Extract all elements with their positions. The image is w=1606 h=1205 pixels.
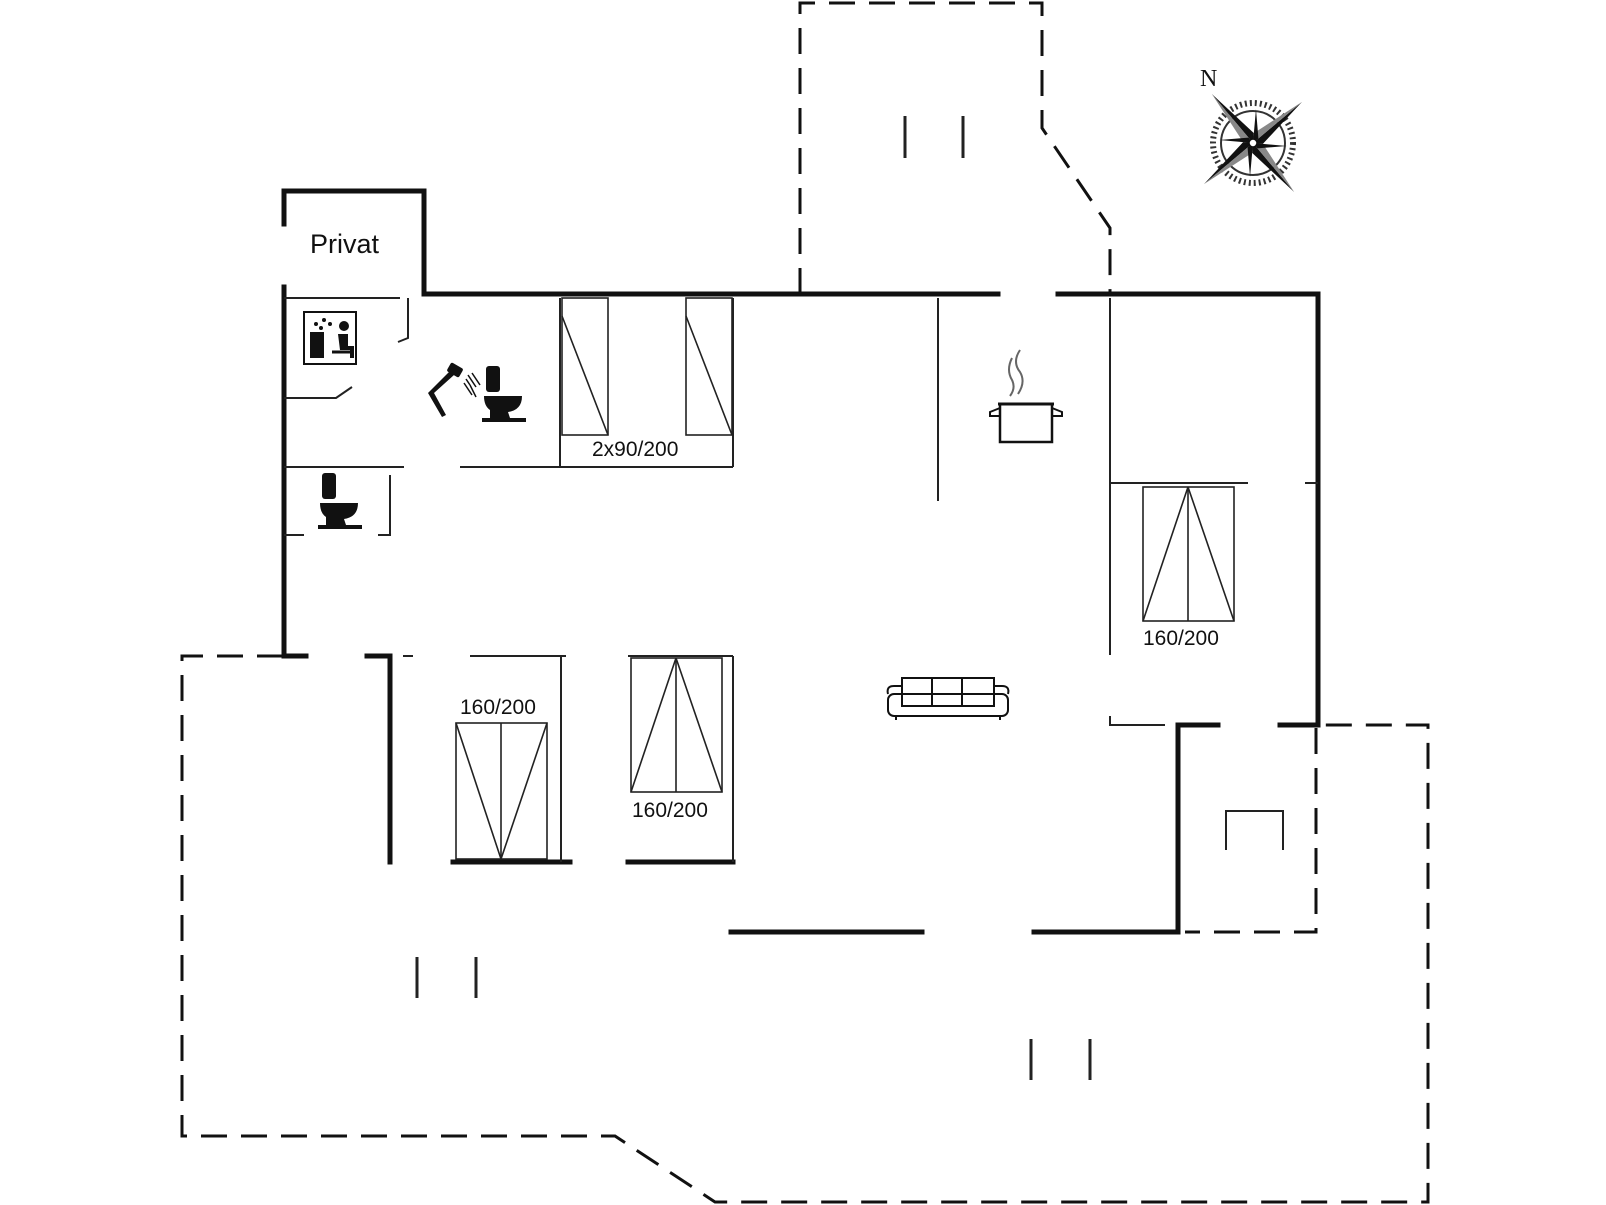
bed-size-label: 160/200 — [460, 696, 536, 719]
shower-icon — [428, 362, 481, 417]
exterior-walls — [281, 188, 1321, 935]
sofa-icon — [886, 677, 1010, 720]
interior-walls — [284, 297, 1318, 862]
compass-north-label: N — [1200, 66, 1217, 92]
bed-size-label: 160/200 — [632, 799, 708, 822]
sauna-icon — [303, 311, 357, 365]
bed-size-label: 160/200 — [1143, 627, 1219, 650]
bed-bunk-2 — [685, 297, 733, 436]
terrace-outlines — [180, 1, 1430, 1204]
private-room-label: Privat — [310, 229, 380, 259]
toilet-icon — [482, 366, 526, 422]
bed-double-lower-left — [455, 722, 548, 860]
bed-bunk-1 — [561, 297, 609, 436]
cooking-pot-icon — [989, 349, 1063, 444]
toilet-icon — [318, 473, 362, 529]
bed-double-right — [1142, 486, 1235, 622]
bed-double-lower-middle — [630, 657, 723, 793]
compass-rose-icon — [1203, 93, 1303, 193]
bed-size-label: 2x90/200 — [592, 438, 678, 461]
